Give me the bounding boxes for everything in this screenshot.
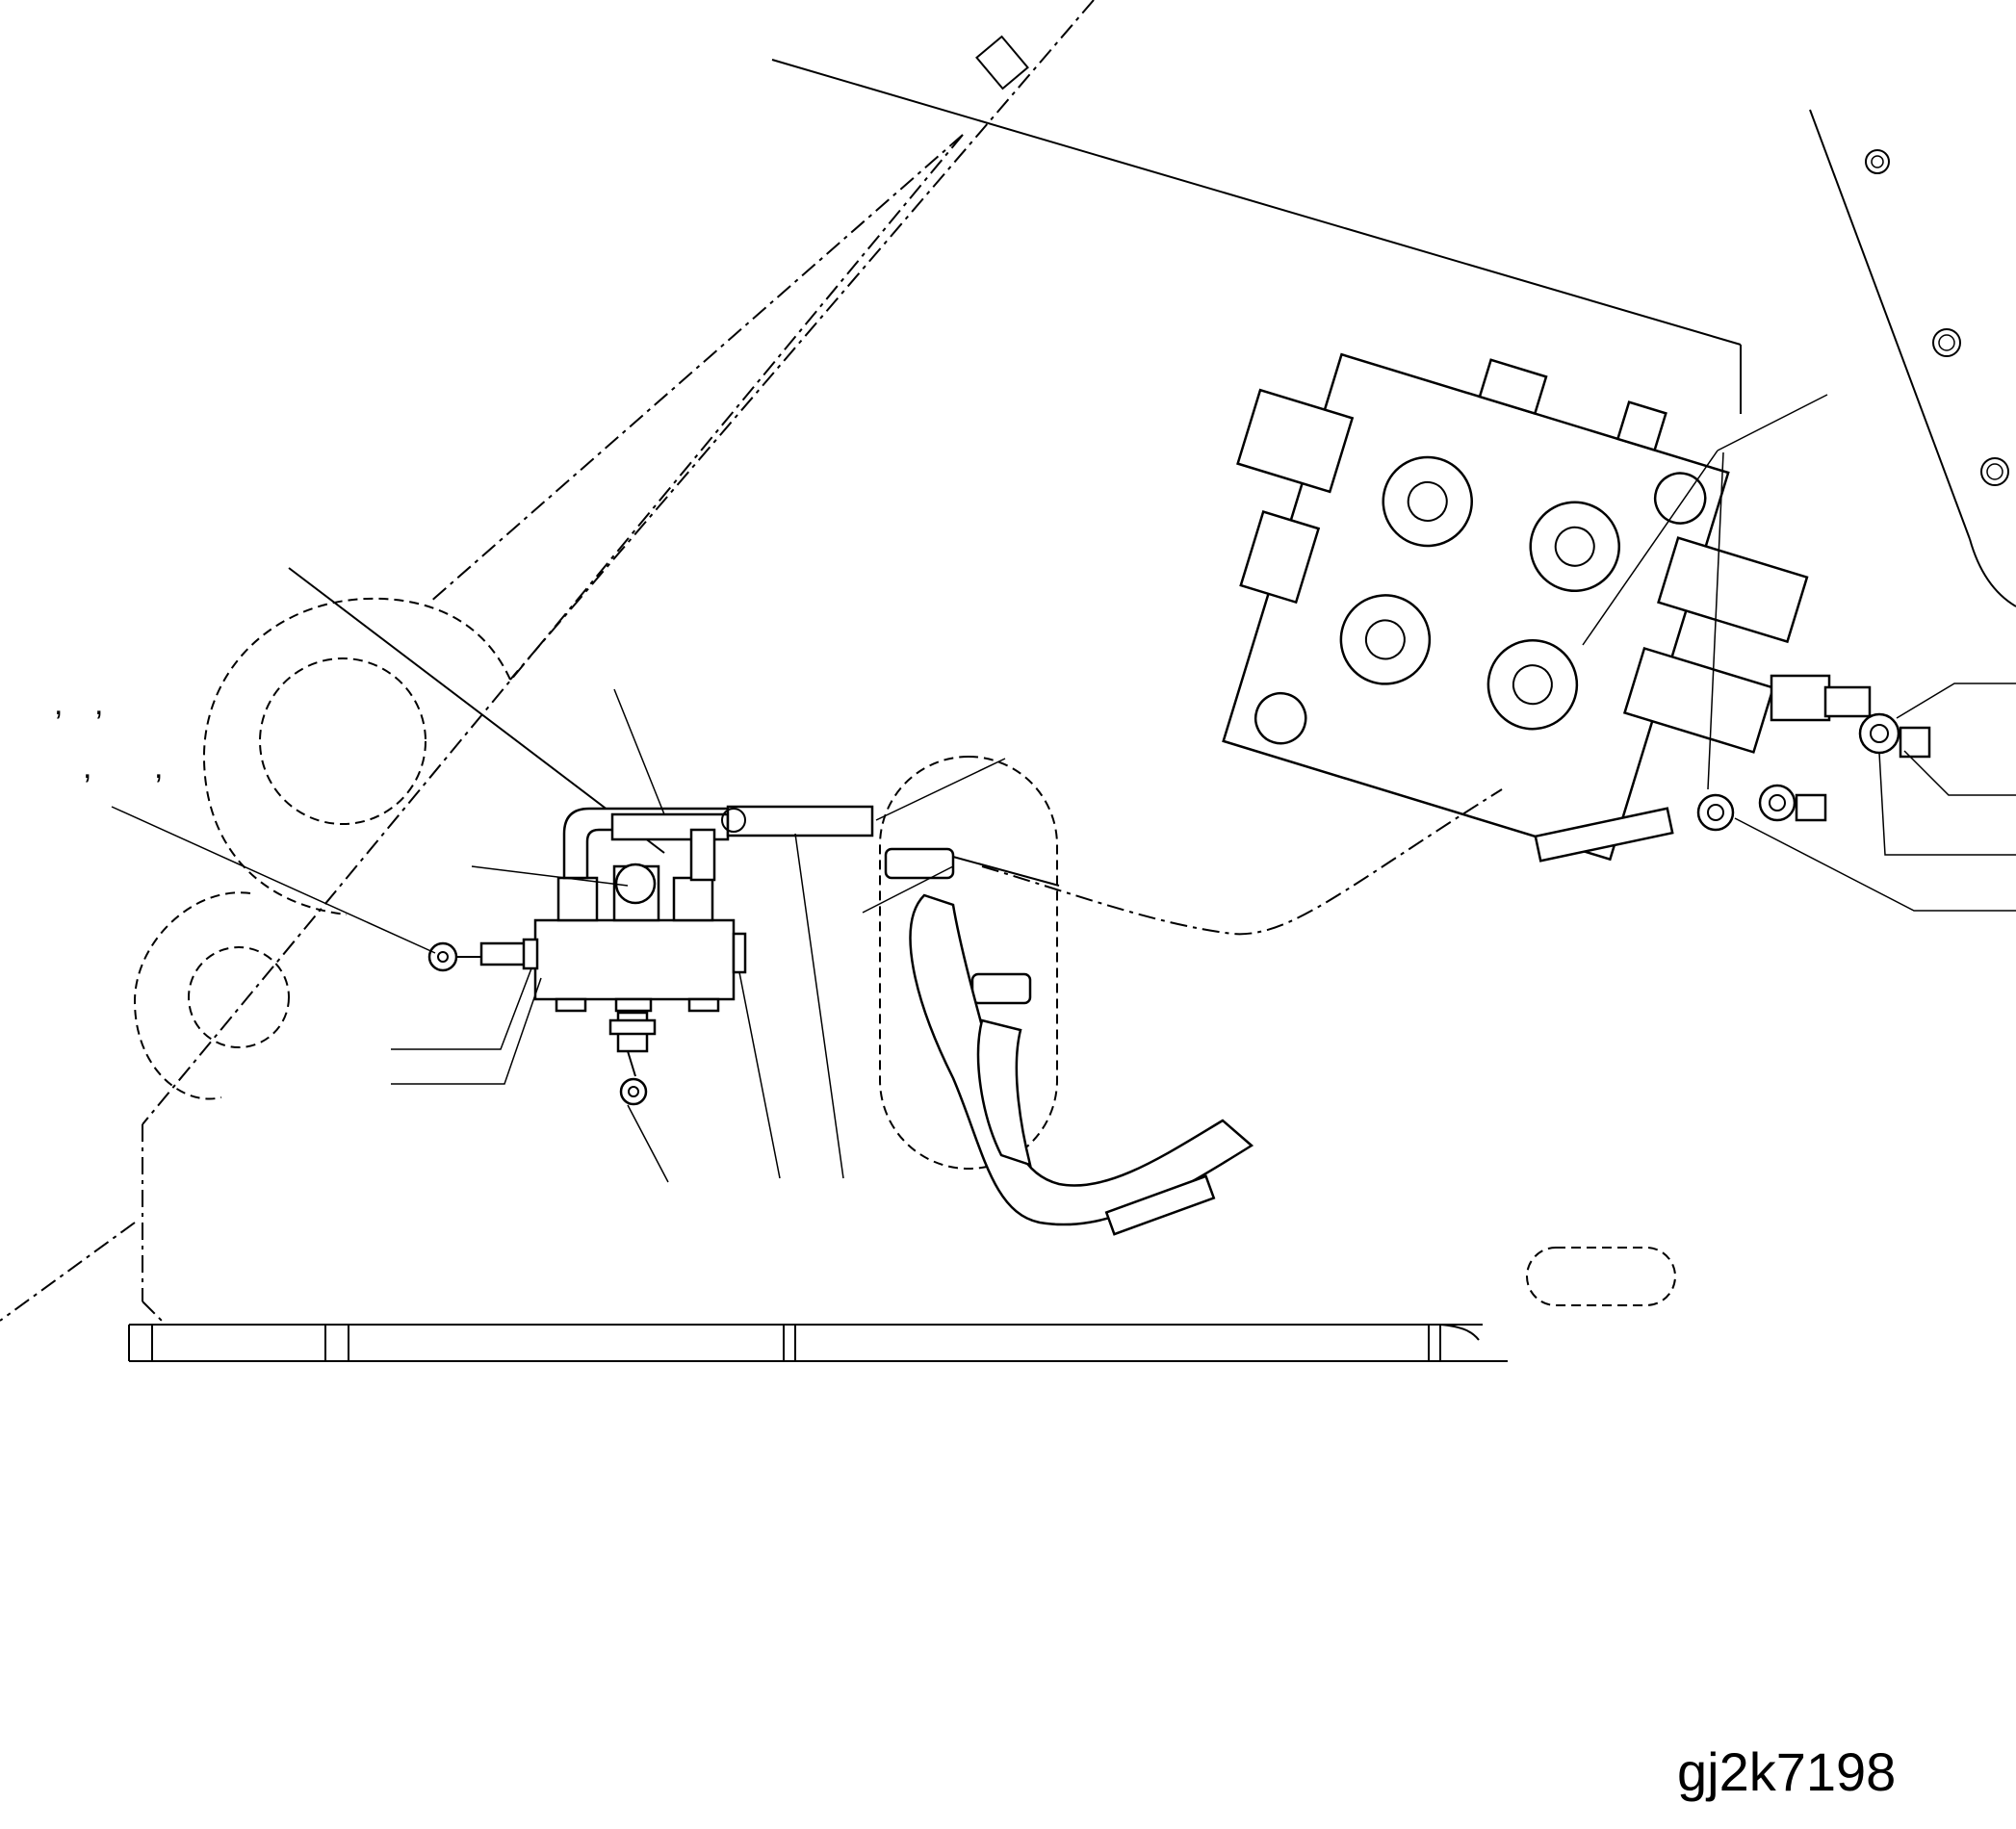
hose-housing [879, 756, 1058, 1170]
frame-outline [771, 59, 2016, 607]
boom-outline [0, 0, 1095, 1324]
callout-comma-1: , [54, 685, 63, 722]
pilot-line [981, 788, 1503, 936]
base-rail [128, 1324, 1508, 1362]
drawing-id-label: gj2k7198 [1677, 1741, 1897, 1802]
callout-comma-3: , [83, 749, 91, 786]
return-hose [884, 847, 1254, 1236]
callout-commas: , , , , [54, 685, 163, 786]
valve-fitting-right-upper [1770, 674, 1931, 759]
control-valve [1222, 352, 1809, 862]
callout-comma-2: , [94, 685, 103, 722]
pivot-boss-upper [202, 567, 665, 915]
leader-lines [111, 394, 2016, 1183]
frame-bolt-holes [1865, 149, 2009, 486]
pivot-boss-lower [133, 891, 290, 1100]
valve-fitting-right-lower [1534, 784, 1827, 863]
plate-slot [1526, 1247, 1676, 1306]
manifold-bottom-fitting [608, 1011, 657, 1106]
manifold-block [533, 805, 874, 1013]
manifold-left-fitting [427, 938, 539, 972]
callout-comma-4: , [154, 749, 163, 786]
